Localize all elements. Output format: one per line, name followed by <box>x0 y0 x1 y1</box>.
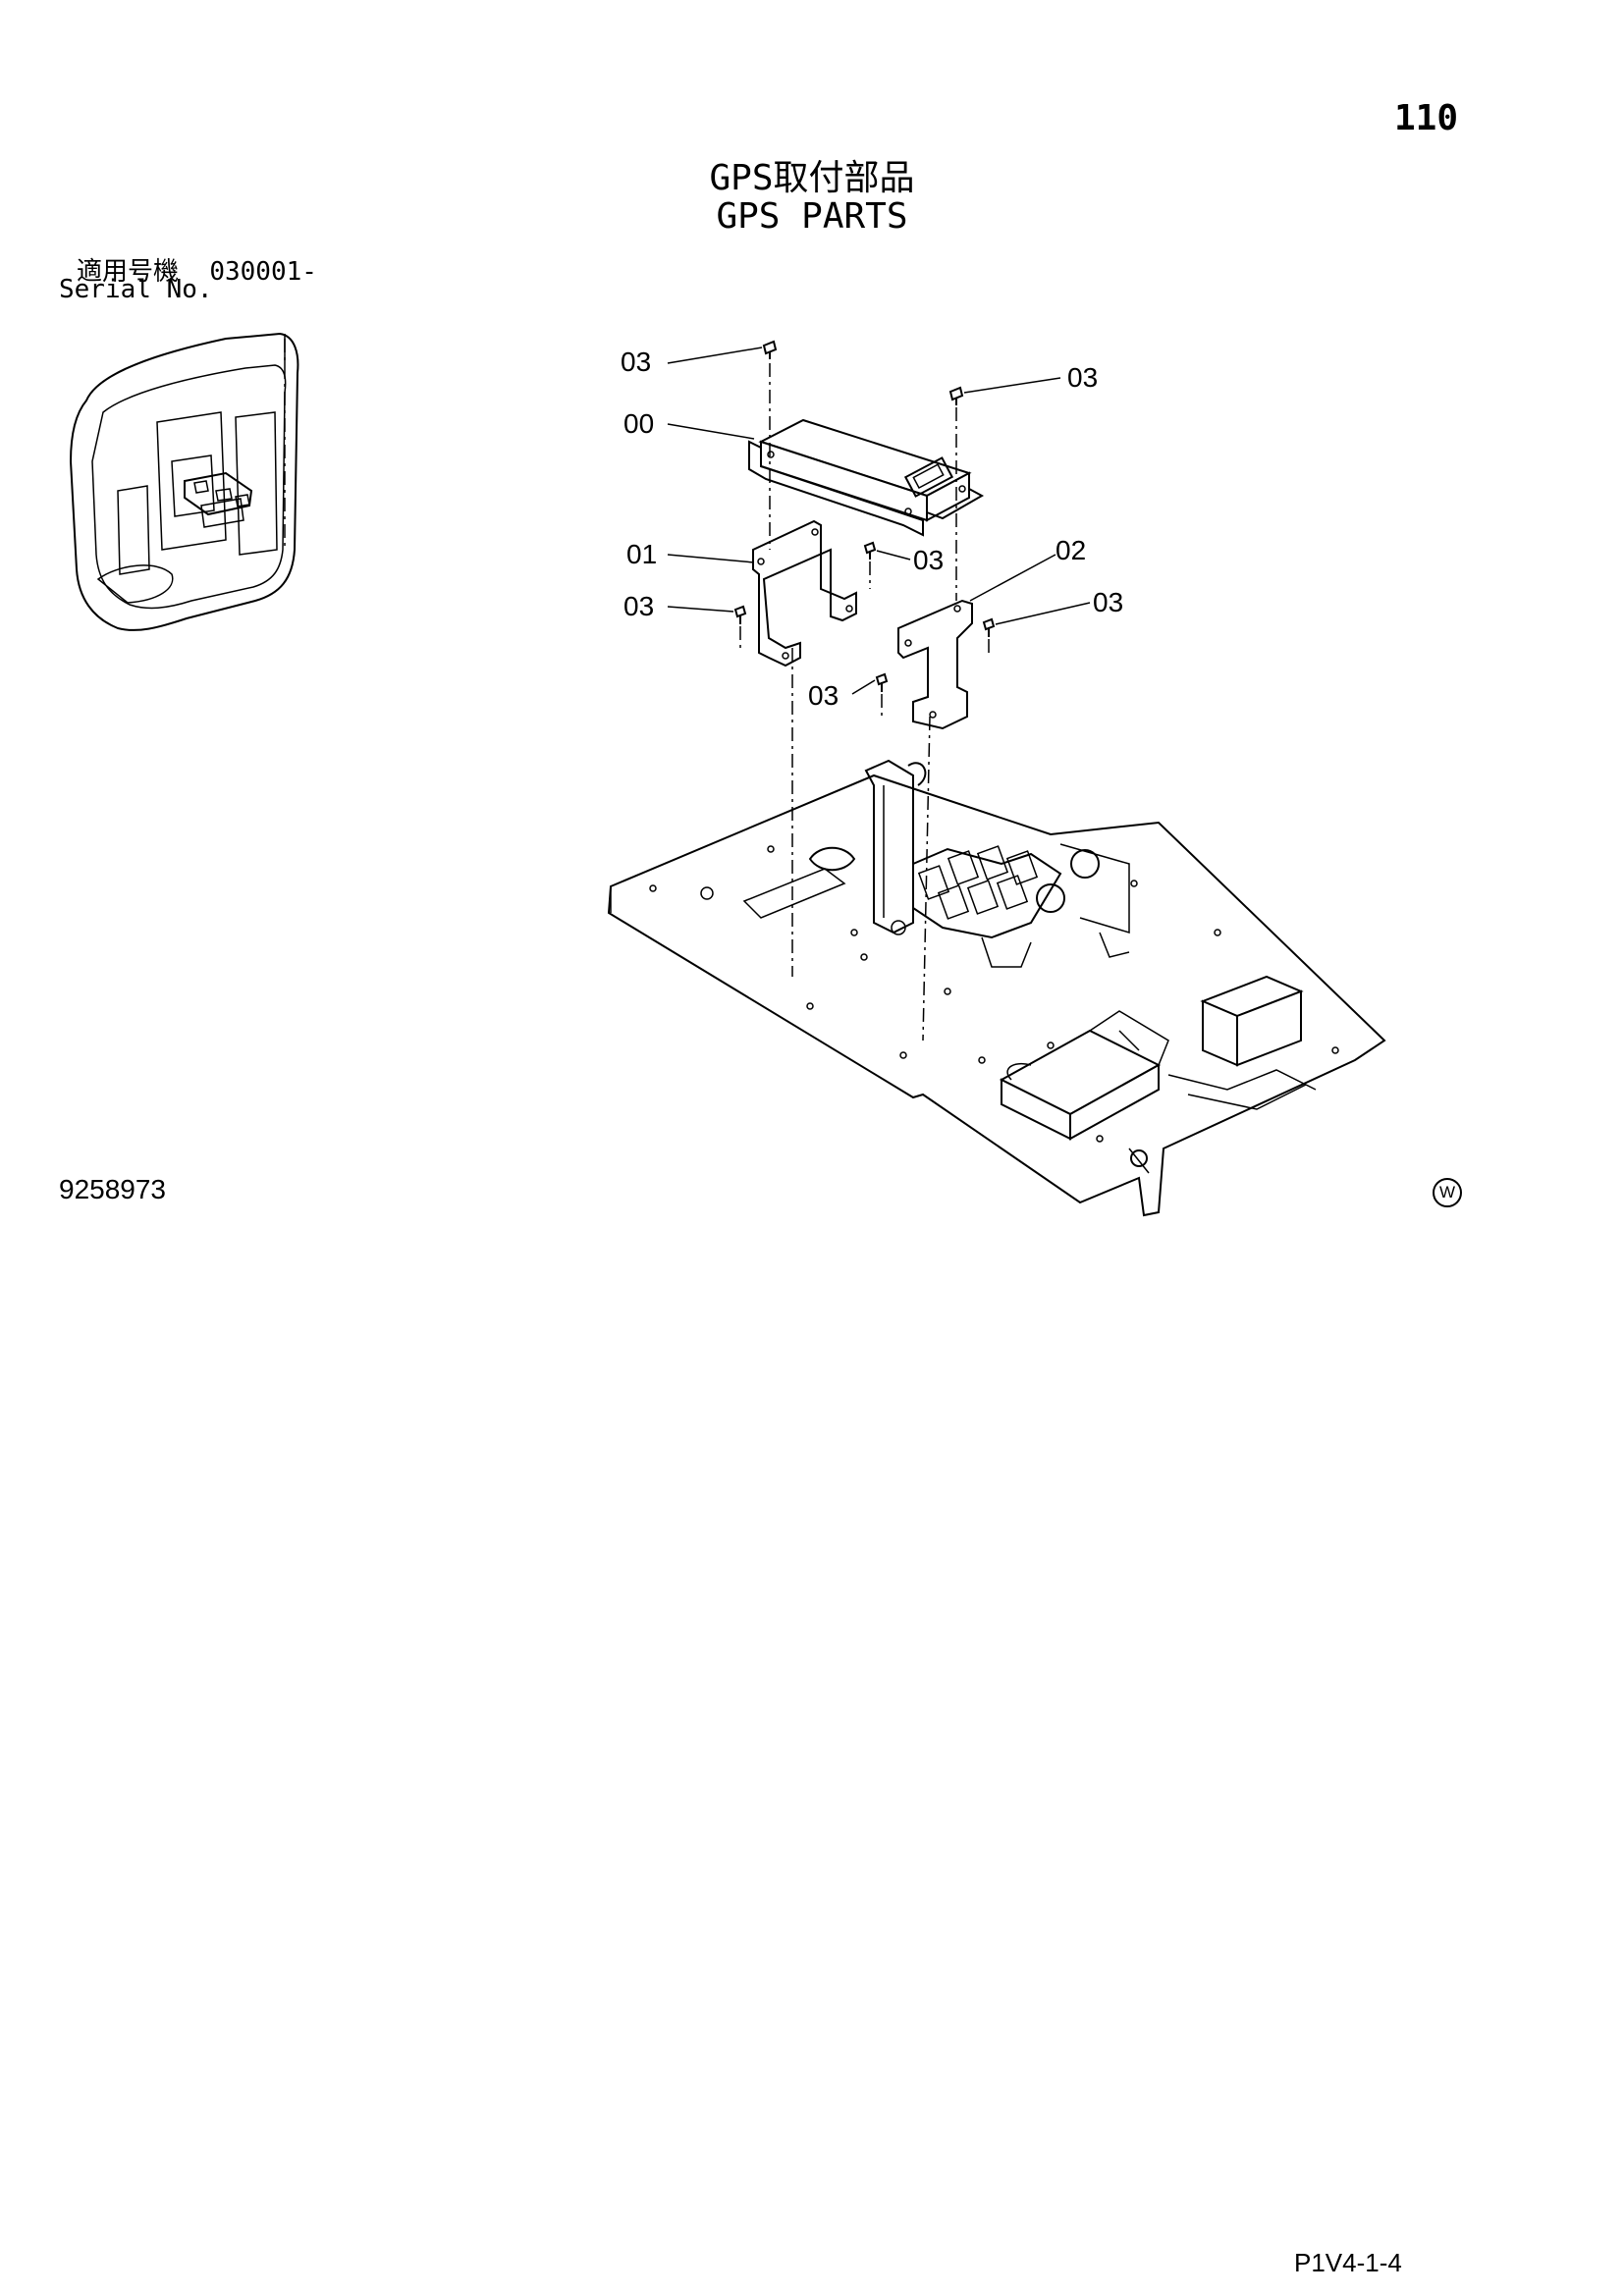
page-reference: P1V4-1-4 <box>1294 2248 1402 2277</box>
leader-lines <box>667 347 1091 695</box>
page-number: 110 <box>1394 98 1459 138</box>
callout-bracket-01: 01 <box>626 539 657 569</box>
serial-label-english: Serial No. <box>59 275 213 304</box>
callout-screw-bracket1-right: 03 <box>913 545 944 575</box>
screw-top-left <box>762 340 778 359</box>
bracket-01 <box>752 519 857 667</box>
serial-label-japanese: 適用号機 <box>77 257 180 287</box>
bracket-02 <box>897 599 973 730</box>
base-plate-assembly <box>607 759 1386 1217</box>
callout-screw-bracket2-bottom: 03 <box>808 680 839 711</box>
screw-bracket2-bottom <box>875 672 889 692</box>
cab-gps-area-detail <box>184 471 253 528</box>
callout-screw-top-left: 03 <box>621 347 651 377</box>
drawing-number: 9258973 <box>59 1174 167 1204</box>
callout-screw-bracket2-right: 03 <box>1093 587 1123 617</box>
callout-gps-box: 00 <box>623 408 654 439</box>
callout-bracket-02: 02 <box>1056 535 1086 565</box>
screw-bracket2-right <box>982 617 996 637</box>
cab-outline <box>69 332 299 631</box>
publisher-mark: W <box>1433 1178 1462 1207</box>
callout-screw-bracket1-left: 03 <box>623 591 654 621</box>
page-title-japanese: GPS取付部品 <box>709 158 915 198</box>
screw-bracket1-right <box>863 541 877 560</box>
screw-top-right <box>948 386 964 405</box>
callout-screw-top-right: 03 <box>1067 362 1098 393</box>
gps-controller-box <box>748 418 985 537</box>
serial-value: 030001- <box>209 257 317 287</box>
screw-bracket1-left <box>733 605 747 624</box>
assembly-centerlines <box>739 363 990 1041</box>
page-title-english: GPS PARTS <box>716 196 908 237</box>
serial-applicability: 適用号機 030001- <box>77 251 317 288</box>
